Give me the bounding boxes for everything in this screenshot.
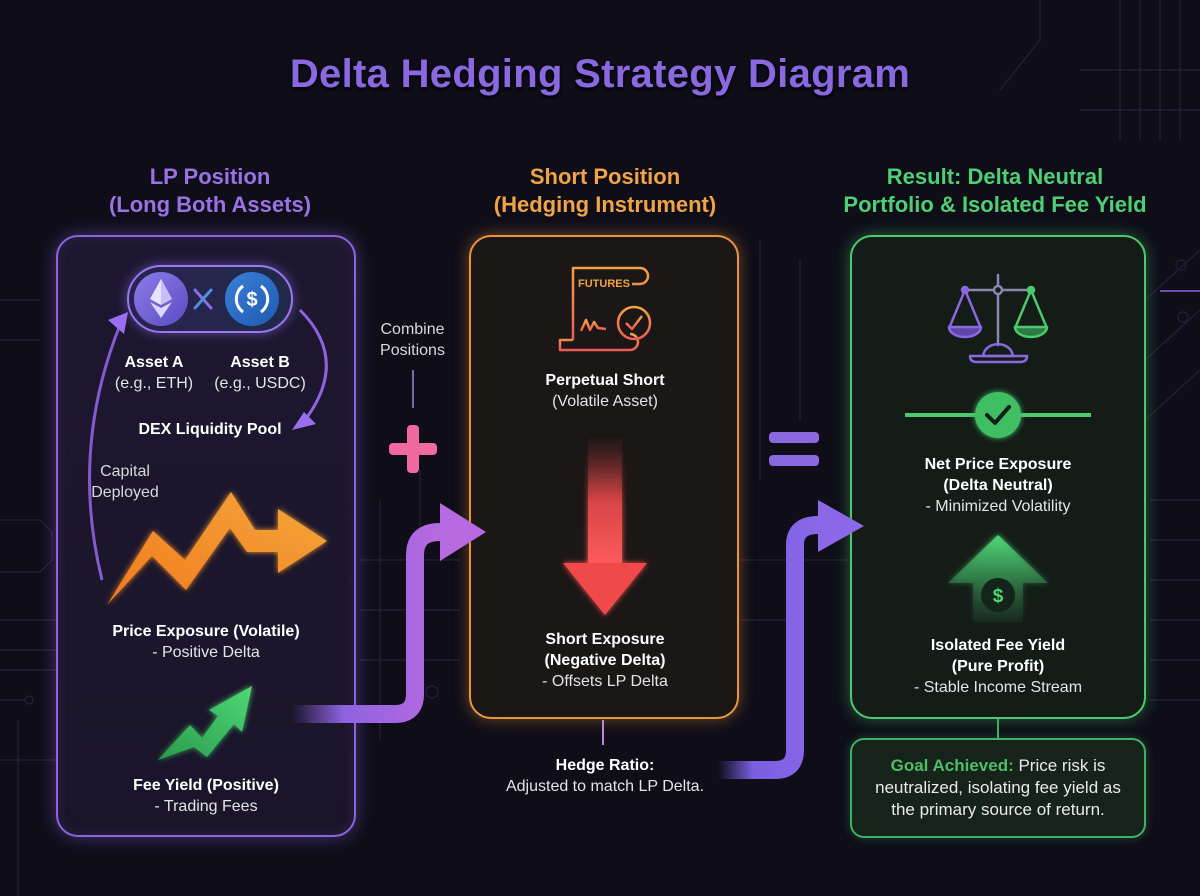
page-title: Delta Hedging Strategy Diagram bbox=[289, 52, 911, 96]
short-position-heading: Short Position (Hedging Instrument) bbox=[455, 163, 755, 219]
capital-line1: Capital bbox=[100, 463, 150, 480]
link-x-icon bbox=[193, 288, 213, 310]
asset-a-example: (e.g., ETH) bbox=[114, 375, 194, 392]
result-heading: Result: Delta Neutral Portfolio & Isolat… bbox=[790, 163, 1200, 219]
short-exposure-label: Short Exposure (Negative Delta) - Offset… bbox=[480, 629, 730, 692]
hedge-ratio-text: Adjusted to match LP Delta. bbox=[505, 778, 705, 795]
goal-achieved-text: Goal Achieved: Price risk is neutralized… bbox=[864, 755, 1132, 821]
volatile-price-arrow-icon bbox=[107, 492, 327, 605]
fee-yield-sub: - Trading Fees bbox=[154, 798, 258, 815]
capital-deployed-label: Capital Deployed bbox=[70, 461, 180, 503]
hedge-ratio-label: Hedge Ratio: Adjusted to match LP Delta. bbox=[470, 755, 740, 797]
futures-contract-icon: FUTURES bbox=[558, 266, 652, 352]
perpetual-short-sub: (Volatile Asset) bbox=[552, 393, 658, 410]
flow-arrow-lp-to-short bbox=[292, 503, 486, 723]
capital-deployed-arrow bbox=[88, 312, 128, 581]
short-exposure-line2: (Negative Delta) bbox=[544, 652, 666, 669]
isolated-fee-line2: (Pure Profit) bbox=[951, 658, 1045, 675]
lp-heading-line2: (Long Both Assets) bbox=[108, 192, 312, 217]
futures-label: FUTURES bbox=[578, 278, 630, 290]
net-exposure-line1: Net Price Exposure bbox=[924, 456, 1072, 473]
dex-liquidity-pool-label: DEX Liquidity Pool bbox=[138, 421, 282, 438]
short-exposure-line1: Short Exposure bbox=[545, 631, 665, 648]
price-exposure-label: Price Exposure (Volatile) - Positive Del… bbox=[70, 621, 342, 663]
goal-achieved-description: Price risk is neutralized, isolating fee… bbox=[875, 756, 1121, 819]
combine-line2: Positions bbox=[380, 342, 445, 359]
balance-scale-icon bbox=[947, 273, 1049, 364]
net-exposure-line2: (Delta Neutral) bbox=[943, 477, 1053, 494]
price-exposure-sub: - Positive Delta bbox=[152, 644, 260, 661]
ethereum-icon bbox=[134, 272, 188, 326]
flow-arrow-short-to-result bbox=[718, 500, 864, 779]
isolated-fee-up-arrow-icon: $ bbox=[948, 535, 1048, 622]
asset-a-name: Asset A bbox=[124, 354, 184, 371]
asset-b-example: (e.g., USDC) bbox=[214, 375, 306, 392]
dollar-symbol: $ bbox=[993, 586, 1004, 607]
net-price-exposure-label: Net Price Exposure (Delta Neutral) - Min… bbox=[860, 454, 1136, 517]
result-heading-line1: Result: Delta Neutral bbox=[886, 164, 1104, 189]
isolated-fee-line1: Isolated Fee Yield bbox=[930, 637, 1066, 654]
lp-heading-line1: LP Position bbox=[149, 164, 271, 189]
short-heading-line1: Short Position bbox=[529, 164, 681, 189]
short-heading-line2: (Hedging Instrument) bbox=[493, 192, 717, 217]
asset-b-label: Asset B (e.g., USDC) bbox=[205, 352, 315, 394]
combine-line1: Combine bbox=[380, 321, 445, 338]
short-down-arrow-icon bbox=[563, 437, 647, 615]
usdc-icon: $ bbox=[225, 272, 279, 326]
pool-flow-arrow bbox=[292, 308, 328, 430]
result-heading-line2: Portfolio & Isolated Fee Yield bbox=[843, 192, 1147, 217]
lp-position-heading: LP Position (Long Both Assets) bbox=[55, 163, 365, 219]
isolated-fee-sub: - Stable Income Stream bbox=[913, 679, 1083, 696]
goal-achieved-box: Goal Achieved: Price risk is neutralized… bbox=[850, 738, 1146, 838]
plus-operator-icon bbox=[389, 425, 437, 473]
asset-b-name: Asset B bbox=[230, 354, 290, 371]
combine-positions-label: Combine Positions bbox=[360, 319, 465, 361]
goal-achieved-label: Goal Achieved: bbox=[890, 756, 1014, 775]
asset-a-label: Asset A (e.g., ETH) bbox=[104, 352, 204, 394]
fee-yield-label: Fee Yield (Positive) - Trading Fees bbox=[70, 775, 342, 817]
short-exposure-sub: - Offsets LP Delta bbox=[542, 673, 668, 690]
fee-yield-title: Fee Yield (Positive) bbox=[133, 777, 279, 794]
perpetual-short-title: Perpetual Short bbox=[545, 372, 665, 389]
isolated-fee-yield-label: Isolated Fee Yield (Pure Profit) - Stabl… bbox=[860, 635, 1136, 698]
net-exposure-sub: - Minimized Volatility bbox=[925, 498, 1071, 515]
hedge-ratio-title: Hedge Ratio: bbox=[555, 757, 655, 774]
capital-line2: Deployed bbox=[91, 484, 159, 501]
fee-yield-arrow-icon bbox=[158, 686, 252, 760]
price-exposure-title: Price Exposure (Volatile) bbox=[112, 623, 300, 640]
equals-operator-icon bbox=[769, 432, 819, 466]
delta-neutral-check-icon bbox=[905, 392, 1091, 438]
perpetual-short-label: Perpetual Short (Volatile Asset) bbox=[480, 370, 730, 412]
svg-text:$: $ bbox=[246, 289, 257, 311]
